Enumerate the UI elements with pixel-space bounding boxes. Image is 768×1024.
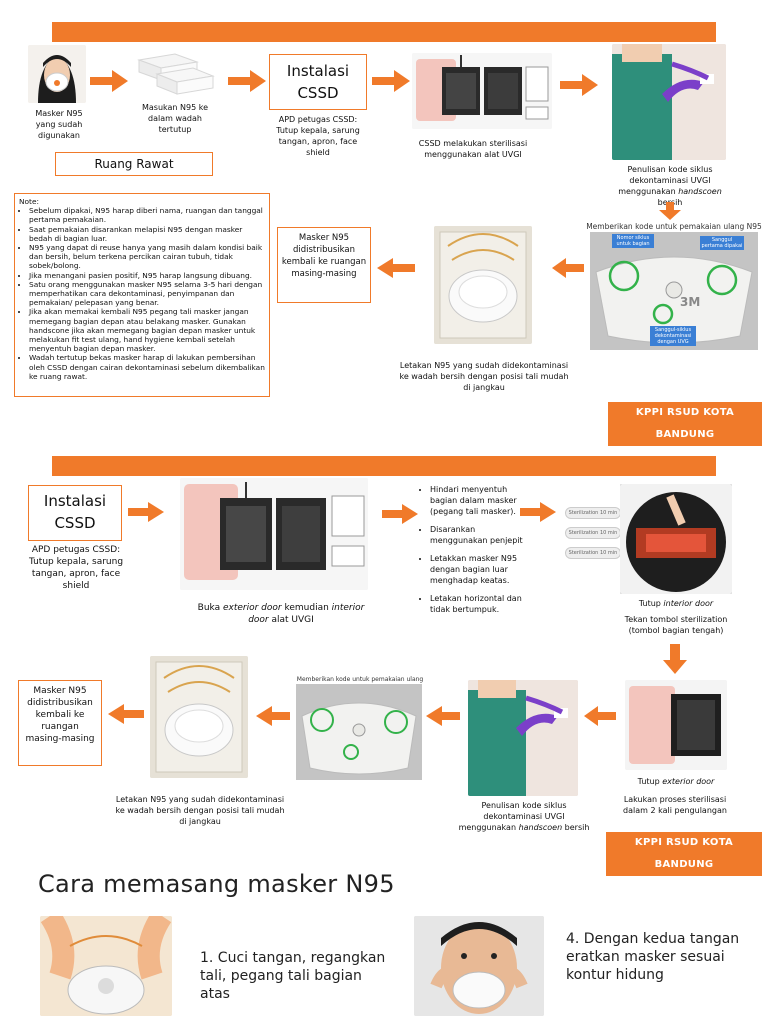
cssd-title-box: Instalasi CSSD [269,54,367,110]
arrow-right-icon [372,70,410,92]
coding-caption: Penulisan kode siklus dekontaminasi UVGI… [458,801,590,832]
label-mask-used: Masker N95 yang sudah digunakan [35,109,83,140]
handling-bullets: Hindari menyentuh bagian dalam masker (p… [418,484,530,622]
mask-container-photo [434,226,532,344]
note-item: Saat pemakaian disarankan melapisi N95 d… [29,225,265,243]
distribute-box: Masker N95 didistribusikan kembali ke ru… [277,227,371,303]
woman-mask-photo [28,45,86,103]
interior-door-photo [620,484,732,594]
arrow-right-icon [520,502,556,522]
section2-header-bar [52,456,716,476]
arrow-right-icon [90,70,128,92]
arrow-right-icon [382,504,418,524]
note-list: Sebelum dipakai, N95 harap diberi nama, … [19,206,265,381]
section3-title: Cara memasang masker N95 [38,870,395,898]
apd-text: APD petugas CSSD: Tutup kepala, sarung t… [276,115,360,157]
ruang-rawat-box: Ruang Rawat [55,152,213,176]
repeat-caption: Lakukan proses sterilisasi dalam 2 kali … [623,795,727,815]
distribute-text: Masker N95 didistribusikan kembali ke ru… [281,233,367,279]
open-caption: Buka exterior door kemudian interior doo… [197,603,365,625]
coding-photo [612,44,726,160]
code-tag-first-use: Sanggul pertama dipakai [700,236,744,250]
step4-text: 4. Dengan kedua tangan eratkan masker se… [566,931,740,983]
press-caption: Tekan tombol sterilization (tombol bagia… [624,615,728,635]
note-title: Note: [19,197,39,206]
bullet-item: Letakkan masker N95 dengan bagian luar m… [430,553,530,586]
section1-header-bar [52,22,716,42]
note-item: Sebelum dipakai, N95 harap diberi nama, … [29,206,265,224]
step4-photo [414,916,544,1016]
container-photo [135,50,215,95]
mask-brand: 3M [680,295,700,309]
footer-tag: KPPI RSUD KOTA BANDUNG [608,402,762,446]
arrow-left-icon [108,704,144,724]
panel-label: Sterilization 10 min [565,547,621,559]
label-container: Masukan N95 ke dalam wadah tertutup [141,103,209,134]
arrow-right-icon [560,74,598,96]
panel-labels: Sterilization 10 min Sterilization 10 mi… [565,505,621,583]
step1-text: 1. Cuci tangan, regangkan tali, pegang t… [200,950,386,1002]
arrow-down-icon [659,202,681,220]
uvgi-caption: CSSD melakukan sterilisasi menggunakan a… [418,139,528,159]
apd-text: APD petugas CSSD: Tutup kepala, sarung t… [28,545,124,591]
note-item: Jika akan memakai kembali N95 pegang tal… [29,307,265,353]
arrow-left-icon [552,258,584,278]
interior-caption: Tutup interior door [638,599,714,608]
arrow-right-icon [128,502,164,522]
arrow-left-icon [426,706,460,726]
mask-container-photo [150,656,248,778]
container-caption: Letakan N95 yang sudah didekontaminasi k… [115,795,285,826]
arrow-right-icon [228,70,266,92]
coding-photo [468,680,578,796]
footer-tag: KPPI RSUD KOTA BANDUNG [606,832,762,876]
container-caption: Letakan N95 yang sudah didekontaminasi k… [399,361,569,392]
uvgi-device-photo [180,478,368,590]
arrow-left-icon [584,706,616,726]
panel-label: Sterilization 10 min [565,527,621,539]
distribute-text: Masker N95 didistribusikan kembali ke ru… [25,686,95,744]
note-box: Note: Sebelum dipakai, N95 harap diberi … [14,193,270,397]
code-tag-cycle: Nomor siklus untuk bagian [612,234,654,248]
uvgi-device-photo [412,53,552,129]
bullet-item: Hindari menyentuh bagian dalam masker (p… [430,484,530,517]
code-header: Memberikan kode untuk pemakaian ulang N9… [586,222,762,231]
panel-label: Sterilization 10 min [565,507,621,519]
arrow-left-icon [377,258,415,278]
note-item: Jika menangani pasien positif, N95 harap… [29,271,265,280]
mask-code-image [296,684,422,780]
note-item: Wadah tertutup bekas masker harap di lak… [29,353,265,381]
bullet-item: Disarankan menggunakan penjepit [430,524,530,546]
cssd-title: Instalasi CSSD [43,492,107,532]
bullet-item: Letakan horizontal dan tidak bertumpuk. [430,593,530,615]
ruang-rawat-label: Ruang Rawat [94,157,174,171]
cssd-title-box: Instalasi CSSD [28,485,122,541]
code-tag-decon: Sanggul-siklus dekontaminasi dengan UVG [650,326,696,346]
note-item: Satu orang menggunakan masker N95 selama… [29,280,265,308]
cssd-title: Instalasi CSSD [286,62,350,102]
distribute-box: Masker N95 didistribusikan kembali ke ru… [18,680,102,766]
note-item: N95 yang dapat di reuse hanya yang masih… [29,243,265,271]
step1-photo [40,916,172,1016]
arrow-down-icon [663,644,687,674]
arrow-left-icon [256,706,290,726]
exterior-door-photo [625,680,727,770]
exterior-caption: Tutup exterior door [637,777,715,786]
